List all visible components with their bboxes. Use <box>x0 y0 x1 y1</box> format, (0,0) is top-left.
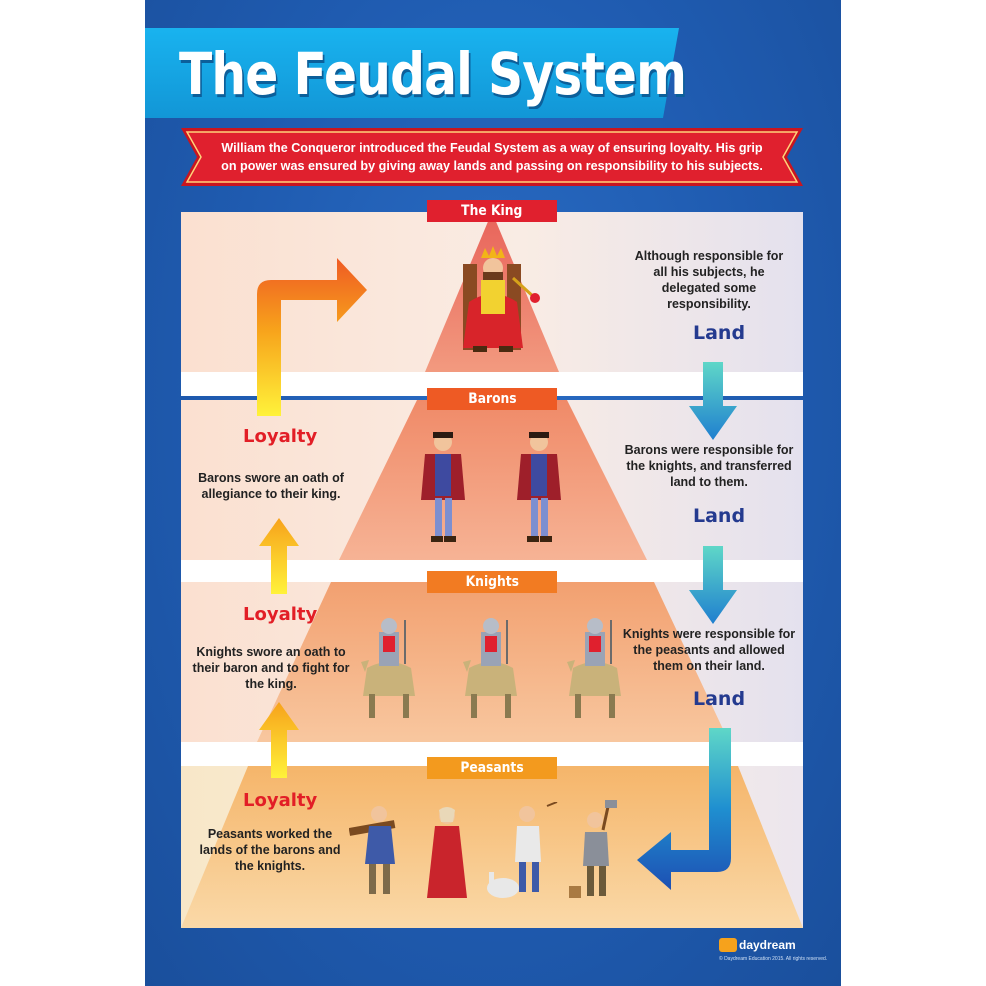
tier-label-knights: Knights <box>427 571 557 593</box>
barons-responsibility-text: Barons were responsible for the knights,… <box>624 443 794 489</box>
poster: The Feudal System William the Conqueror … <box>145 0 841 986</box>
peasants-work-text: Peasants worked the lands of the barons … <box>199 827 341 873</box>
pyramid-tier-peasants <box>181 766 803 928</box>
title-bar <box>145 28 679 118</box>
logo-mark-icon <box>719 938 737 952</box>
curved-up-right-arrow-icon <box>257 258 367 416</box>
pyramid-tier-barons <box>339 400 647 560</box>
tier-label-barons: Barons <box>427 388 557 410</box>
knights-responsibility-text: Knights were responsible for the peasant… <box>622 627 796 673</box>
king-on-throne-figure <box>463 246 540 352</box>
land-label: Land <box>693 688 746 710</box>
up-arrow-icon <box>259 518 299 594</box>
down-arrow-icon <box>689 546 737 624</box>
logo-text: daydream <box>739 938 796 952</box>
king-responsibility-text: Although responsible for all his subject… <box>634 249 784 311</box>
peasant-with-goose-figure <box>487 802 558 898</box>
curved-down-left-arrow-icon <box>637 728 731 890</box>
banner-ribbon-shape <box>181 128 803 186</box>
down-arrow-icon <box>689 362 737 440</box>
knight-on-horse-figure <box>463 618 517 718</box>
peasant-carrying-wood-figure <box>349 806 396 894</box>
tier-label-peasants: Peasants <box>427 757 557 779</box>
peasant-woman-figure <box>427 807 467 898</box>
knight-on-horse-figure <box>361 618 415 718</box>
daydream-logo: daydream <box>719 936 811 954</box>
knight-on-horse-figure <box>567 618 621 718</box>
intro-text: William the Conqueror introduced the Feu… <box>221 141 763 173</box>
land-label: Land <box>693 322 746 344</box>
intro-banner: William the Conqueror introduced the Feu… <box>181 128 803 186</box>
poster-title: The Feudal System <box>179 40 687 108</box>
barons-oath-text: Barons swore an oath of allegiance to th… <box>198 471 344 501</box>
feudal-diagram: The King Barons Knights Peasants <box>181 200 803 928</box>
loyalty-label: Loyalty <box>243 790 318 811</box>
loyalty-label: Loyalty <box>243 426 318 447</box>
land-label: Land <box>693 505 746 527</box>
copyright-text: © Daydream Education 2015. All rights re… <box>719 956 828 962</box>
peasant-chopping-wood-figure <box>569 800 617 898</box>
baron-figure <box>517 432 561 542</box>
knights-oath-text: Knights swore an oath to their baron and… <box>192 645 350 691</box>
tier-label-king: The King <box>427 200 557 222</box>
up-arrow-icon <box>259 702 299 778</box>
loyalty-label: Loyalty <box>243 604 318 625</box>
baron-figure <box>421 432 465 542</box>
